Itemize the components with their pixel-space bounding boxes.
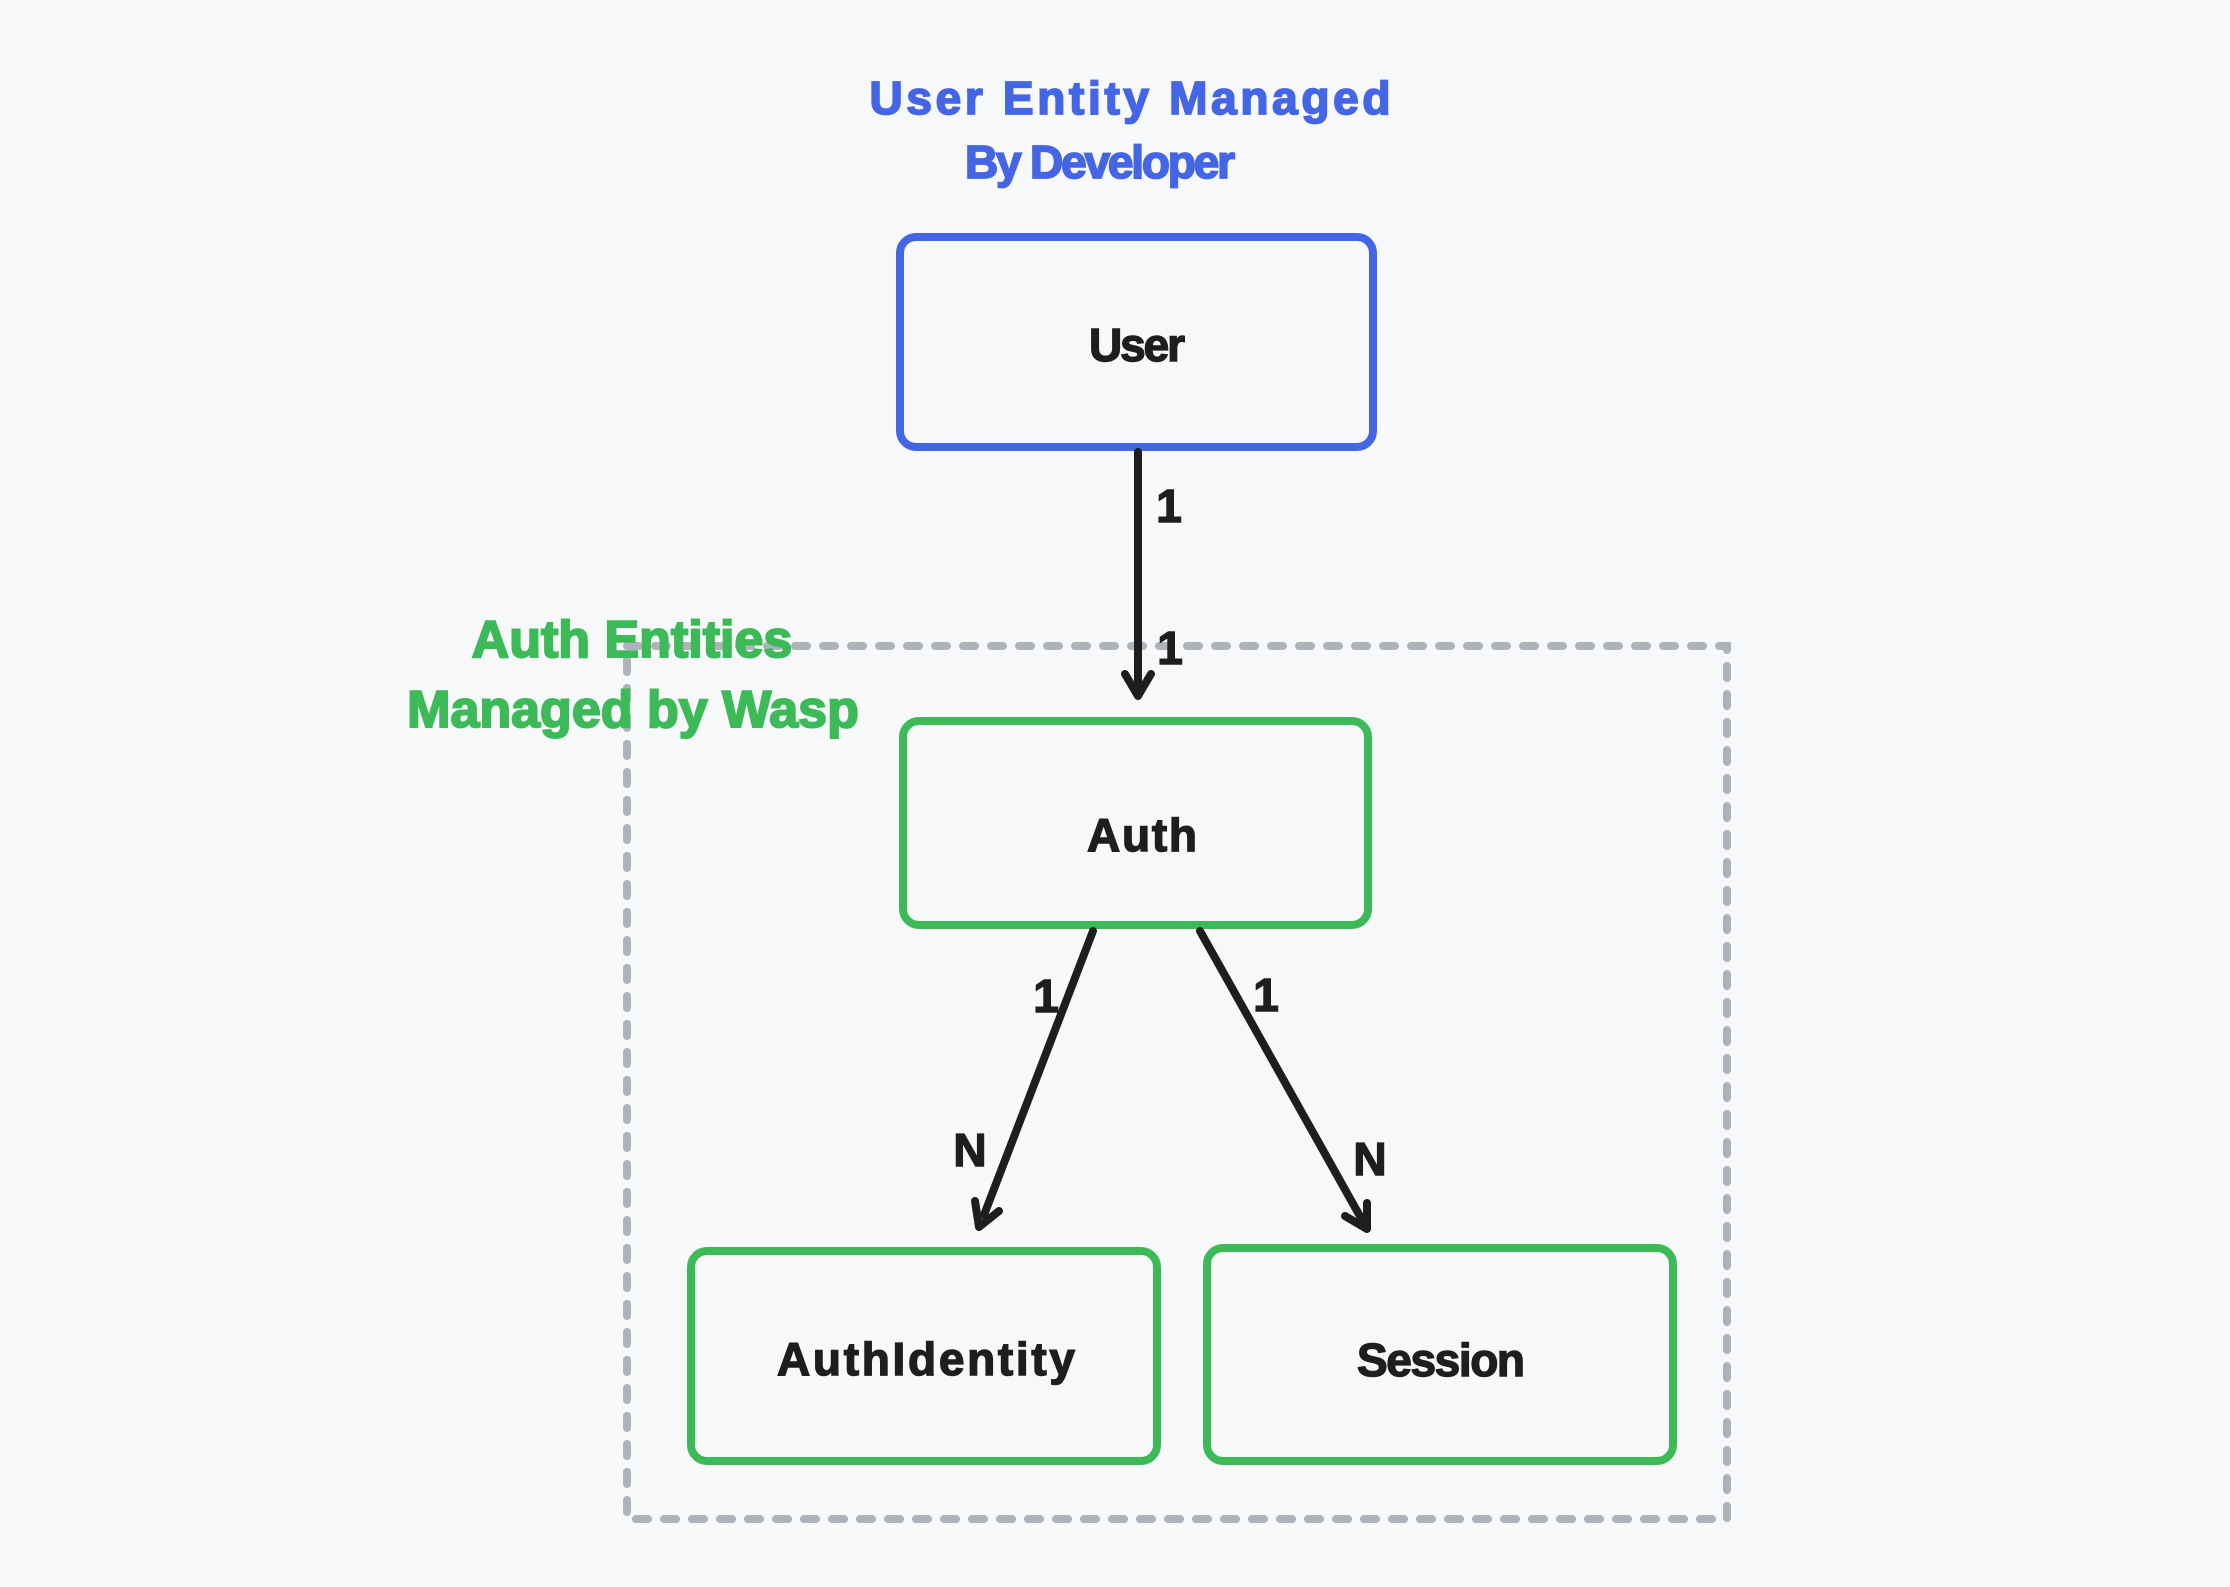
- svg-text:By Developer: By Developer: [965, 136, 1235, 188]
- svg-text:1: 1: [1156, 480, 1182, 532]
- svg-text:Managed by Wasp: Managed by Wasp: [407, 681, 859, 739]
- svg-text:Auth: Auth: [1087, 809, 1197, 861]
- svg-text:User: User: [1089, 319, 1185, 371]
- svg-text:N: N: [1353, 1133, 1386, 1185]
- svg-text:N: N: [953, 1124, 986, 1176]
- svg-text:Session: Session: [1357, 1334, 1525, 1386]
- svg-text:User Entity Managed: User Entity Managed: [870, 72, 1391, 124]
- svg-text:Auth Entities: Auth Entities: [472, 611, 793, 669]
- svg-text:1: 1: [1157, 622, 1183, 674]
- svg-text:1: 1: [1033, 970, 1059, 1022]
- svg-text:1: 1: [1253, 969, 1279, 1021]
- svg-text:AuthIdentity: AuthIdentity: [777, 1333, 1075, 1385]
